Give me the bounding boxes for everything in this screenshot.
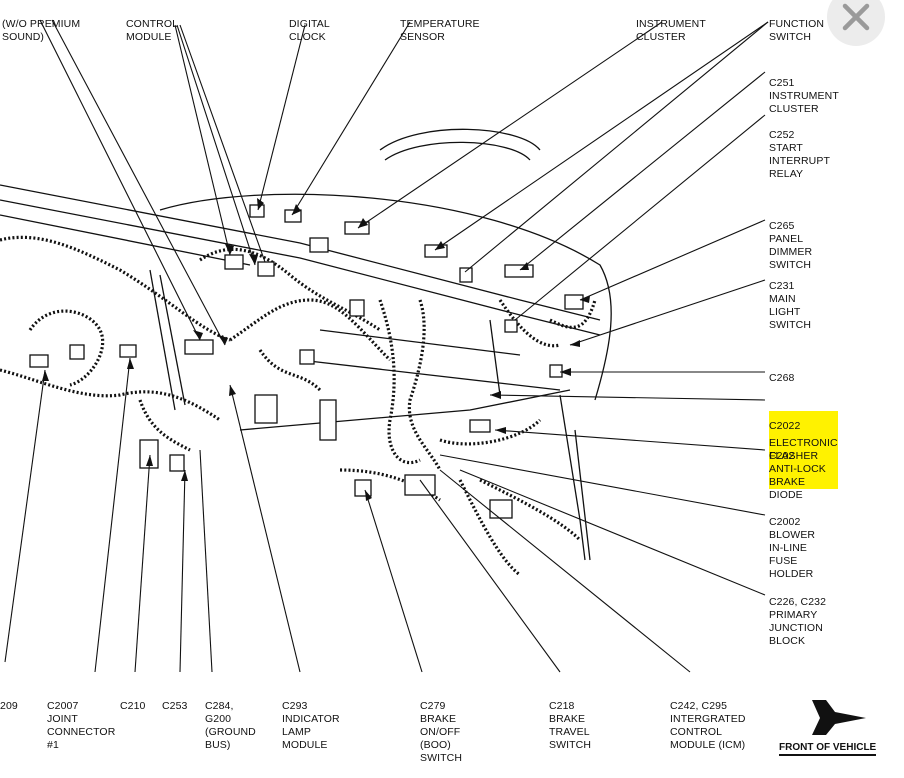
close-button[interactable] xyxy=(827,0,885,46)
leader-lines xyxy=(4,19,769,673)
front-of-vehicle-caption: FRONT OF VEHICLE xyxy=(779,742,877,756)
close-icon xyxy=(842,3,870,31)
label-c209: 209 xyxy=(0,700,18,712)
label-c253: C253 xyxy=(162,700,188,712)
dashboard-outline xyxy=(0,128,612,561)
wiring-harness xyxy=(0,235,597,577)
label-c2022: C2022 xyxy=(769,420,801,432)
label-c210: C210 xyxy=(120,700,146,712)
connectors xyxy=(29,204,584,519)
leader-arrowheads xyxy=(42,198,590,501)
front-of-vehicle-arrow xyxy=(812,700,866,735)
